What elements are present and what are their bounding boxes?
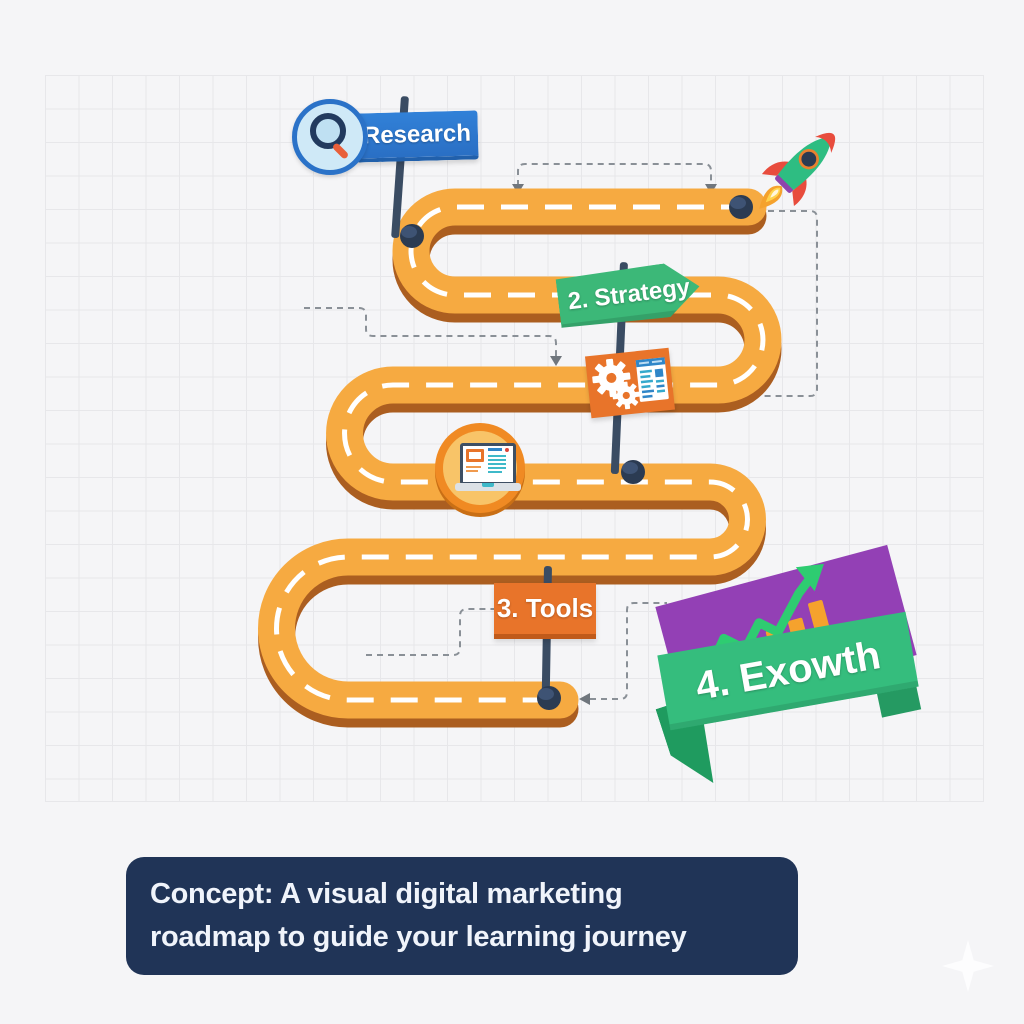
- arrow-up-icon: [795, 563, 824, 592]
- gears-document-graphic: [592, 357, 669, 410]
- connector-top-bracket: [517, 163, 712, 186]
- gear-icon: [592, 358, 641, 410]
- document-icon: [635, 357, 669, 402]
- tools-label: 3. Tools: [496, 593, 594, 623]
- rocket-window: [801, 151, 817, 167]
- magnifier-icon: [292, 99, 368, 175]
- rocket-band: [775, 174, 794, 193]
- rocket-fin-right: [792, 178, 807, 207]
- laptop-badge-inner-circle: [443, 431, 521, 505]
- laptop-base: [455, 483, 521, 491]
- notification-dot: [505, 448, 509, 452]
- tools-sign: 3. Tools: [494, 583, 596, 639]
- connector-rocket-right: [720, 210, 818, 397]
- laptop-badge: [435, 423, 525, 513]
- rocket-fin-left: [761, 161, 790, 176]
- caption-box: Concept: A visual digital marketing road…: [126, 857, 798, 975]
- gears-document-icon: [584, 347, 676, 419]
- connector-tools-growth: [590, 602, 667, 700]
- magnifier-handle: [331, 142, 350, 160]
- caption-line-1: Concept: A visual digital marketing: [150, 878, 623, 910]
- rocket-nose: [815, 132, 836, 153]
- connector-tools-left: [366, 608, 495, 656]
- caption-line-2: roadmap to guide your learning journey: [150, 921, 687, 953]
- road-center-dashes: [274, 204, 766, 703]
- laptop-chart-thumbnail: [466, 449, 484, 462]
- connector-row2-row3: [304, 307, 557, 357]
- magnifier-lens: [310, 113, 346, 149]
